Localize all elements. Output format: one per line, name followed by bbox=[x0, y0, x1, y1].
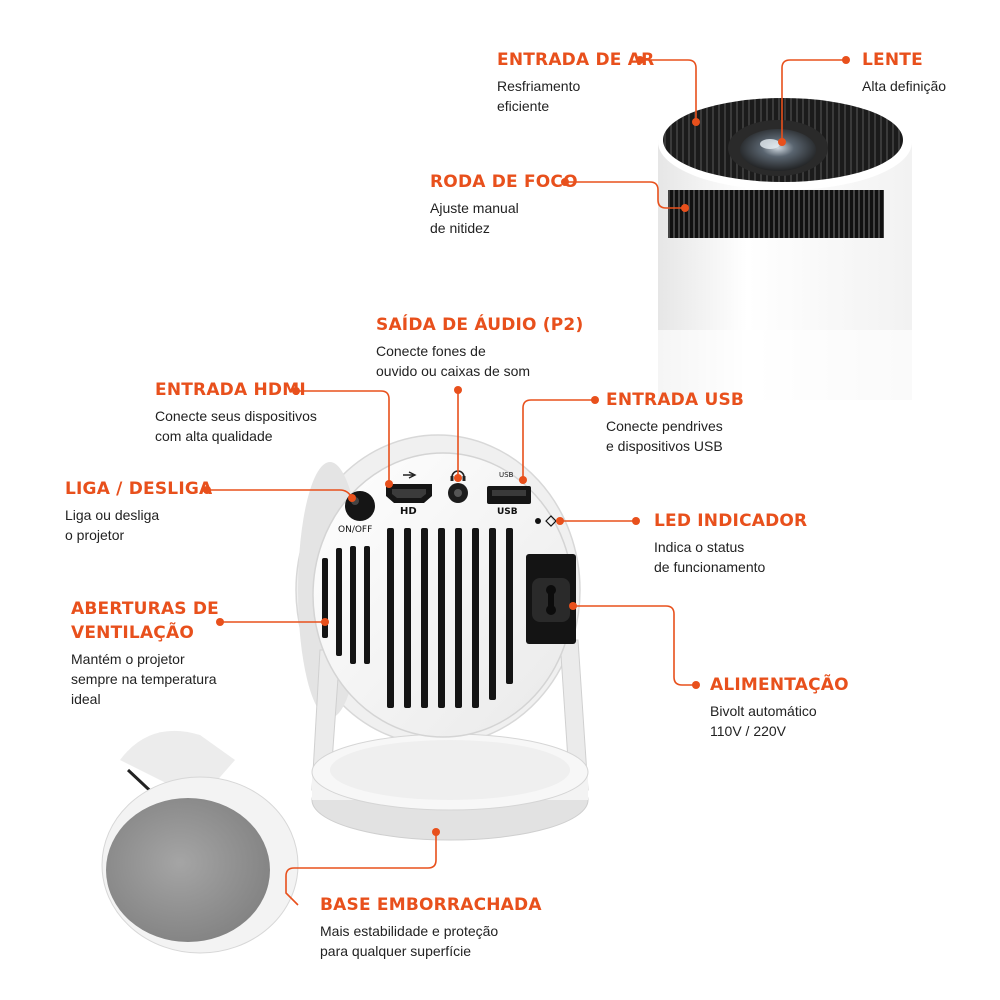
led-indicator-icon bbox=[535, 518, 541, 524]
callout-desc-line: Mais estabilidade e proteção bbox=[320, 923, 499, 939]
callout-title: SAÍDA DE ÁUDIO (P2) bbox=[376, 315, 584, 335]
callout-desc-line: ouvido ou caixas de som bbox=[376, 363, 531, 379]
ventilation-slots bbox=[322, 528, 513, 708]
ac-power-socket-icon bbox=[526, 554, 576, 644]
leader-dots bbox=[203, 56, 850, 836]
projector-back-view bbox=[295, 434, 589, 841]
callout-entrada-hdmi: ENTRADA HDMI Conecte seus dispositivos c… bbox=[155, 378, 317, 446]
callout-desc-line: ideal bbox=[71, 691, 101, 707]
callout-title: VENTILAÇÃO bbox=[71, 623, 194, 643]
callout-desc-line: de funcionamento bbox=[654, 559, 766, 575]
callout-led-indicador: LED INDICADOR Indica o status de funcion… bbox=[654, 509, 807, 577]
callout-lente: LENTE Alta definição bbox=[862, 48, 946, 96]
callout-desc-line: Bivolt automático bbox=[710, 703, 817, 719]
callout-aberturas-de-ventilacao: ABERTURAS DE VENTILAÇÃO Mantém o projeto… bbox=[71, 597, 219, 709]
callout-desc-line: Liga ou desliga bbox=[65, 507, 160, 523]
callout-desc-line: Conecte seus dispositivos bbox=[155, 408, 317, 424]
callout-desc-line: e dispositivos USB bbox=[606, 438, 723, 454]
callout-desc-line: Ajuste manual bbox=[430, 200, 519, 216]
leader-lines bbox=[207, 59, 846, 906]
rubber-base-view bbox=[101, 730, 299, 954]
lens-icon bbox=[740, 129, 816, 171]
callout-title: ALIMENTAÇÃO bbox=[710, 675, 849, 695]
callout-entrada-de-ar: ENTRADA DE AR Resfriamento eficiente bbox=[497, 48, 654, 116]
callout-desc-line: Indica o status bbox=[654, 539, 745, 555]
hd-label: HD bbox=[400, 506, 417, 517]
callout-title: ENTRADA HDMI bbox=[155, 380, 306, 400]
callout-desc-line: sempre na temperatura bbox=[71, 671, 217, 687]
callout-title: BASE EMBORRACHADA bbox=[320, 895, 542, 915]
callout-entrada-usb: ENTRADA USB Conecte pendrives e disposit… bbox=[606, 388, 744, 456]
callout-title: ENTRADA USB bbox=[606, 390, 745, 410]
callout-title: ENTRADA DE AR bbox=[497, 50, 655, 70]
projector-top-view bbox=[658, 94, 912, 400]
callout-desc-line: de nitidez bbox=[430, 220, 490, 236]
callout-desc-line: para qualquer superfície bbox=[320, 943, 471, 959]
callout-alimentacao: ALIMENTAÇÃO Bivolt automático 110V / 220… bbox=[710, 673, 849, 741]
callout-desc-line: Conecte fones de bbox=[376, 343, 486, 359]
callout-desc-line: 110V / 220V bbox=[710, 723, 787, 739]
usb-top-label: USB bbox=[499, 471, 514, 479]
focus-wheel-icon bbox=[668, 190, 884, 238]
on-off-label: ON/OFF bbox=[338, 525, 373, 535]
callout-roda-de-foco: RODA DE FOCO Ajuste manual de nitidez bbox=[430, 170, 578, 238]
callout-desc-line: Alta definição bbox=[862, 78, 947, 94]
callout-title: LED INDICADOR bbox=[654, 511, 808, 531]
callout-desc-line: Resfriamento bbox=[497, 78, 581, 94]
callout-title: ABERTURAS DE bbox=[71, 599, 219, 619]
callout-desc-line: o projetor bbox=[65, 527, 125, 543]
callout-liga-desliga: LIGA / DESLIGA Liga ou desliga o projeto… bbox=[65, 477, 212, 545]
rubber-pad bbox=[106, 798, 270, 942]
callout-desc-line: Mantém o projetor bbox=[71, 651, 185, 667]
callout-desc-line: eficiente bbox=[497, 98, 550, 114]
callout-title: LIGA / DESLIGA bbox=[65, 479, 213, 499]
callout-title: LENTE bbox=[862, 50, 923, 70]
callout-base-emborrachada: BASE EMBORRACHADA Mais estabilidade e pr… bbox=[320, 893, 542, 961]
usb-bottom-label: USB bbox=[497, 507, 518, 517]
callout-desc-line: Conecte pendrives bbox=[606, 418, 723, 434]
callout-desc-line: com alta qualidade bbox=[155, 428, 273, 444]
callout-title: RODA DE FOCO bbox=[430, 172, 578, 192]
callout-saida-de-audio: SAÍDA DE ÁUDIO (P2) Conecte fones de ouv… bbox=[376, 313, 583, 381]
